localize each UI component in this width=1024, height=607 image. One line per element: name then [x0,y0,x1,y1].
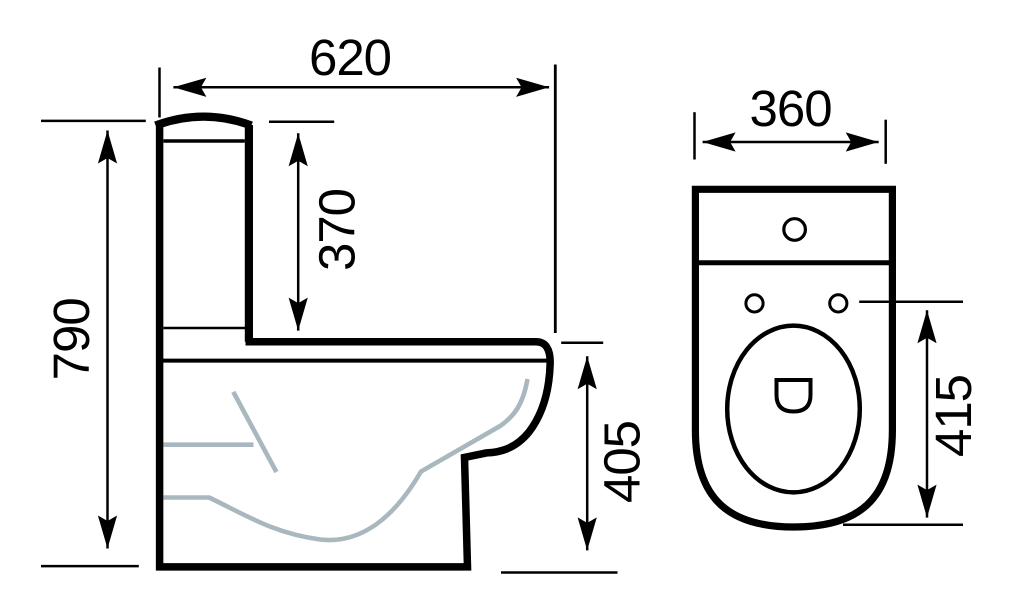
svg-text:405: 405 [594,421,651,503]
svg-text:620: 620 [309,29,391,86]
svg-text:370: 370 [309,189,366,271]
svg-text:360: 360 [750,80,832,137]
svg-text:790: 790 [43,298,100,380]
svg-text:415: 415 [925,375,982,457]
